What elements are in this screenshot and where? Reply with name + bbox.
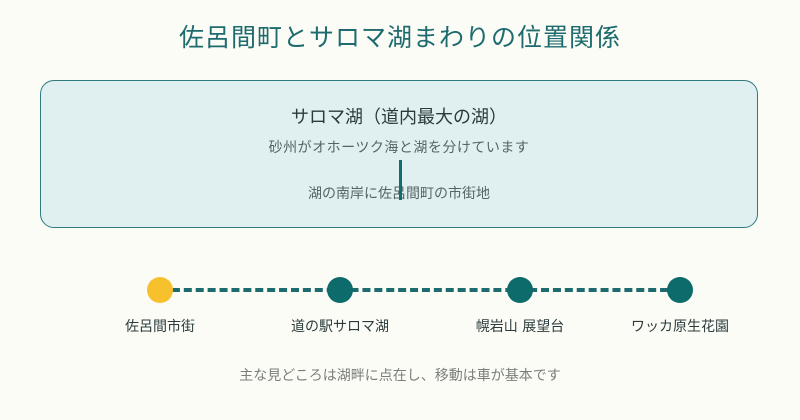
- route-stop-marker-horoiwayama: [507, 277, 533, 303]
- town-connector-line: [399, 160, 402, 200]
- route-stop-label-horoiwayama: 幌岩山 展望台: [475, 319, 565, 335]
- route-stop-marker-michi-no-eki: [327, 277, 353, 303]
- route-stop-label-michi-no-eki: 道の駅サロマ湖: [291, 319, 389, 335]
- lake-description: 砂州がオホーツク海と湖を分けています: [268, 140, 530, 156]
- route-stop-label-sarouma-town: 佐呂間市街: [125, 319, 195, 335]
- route-stop-marker-wakka: [667, 277, 693, 303]
- route-stop-label-wakka: ワッカ原生花園: [631, 319, 729, 335]
- route-stop-marker-sarouma-town: [147, 277, 173, 303]
- page-title: 佐呂間町とサロマ湖まわりの位置関係: [178, 23, 621, 52]
- footnote: 主な見どころは湖畔に点在し、移動は車が基本です: [239, 368, 561, 384]
- lake-box: サロマ湖（道内最大の湖） 砂州がオホーツク海と湖を分けています 湖の南岸に佐呂間…: [40, 80, 758, 228]
- route-diagram: 佐呂間市街 道の駅サロマ湖 幌岩山 展望台 ワッカ原生花園: [0, 270, 800, 340]
- route-dashed-line: [160, 288, 680, 292]
- lake-name: サロマ湖（道内最大の湖）: [291, 107, 507, 128]
